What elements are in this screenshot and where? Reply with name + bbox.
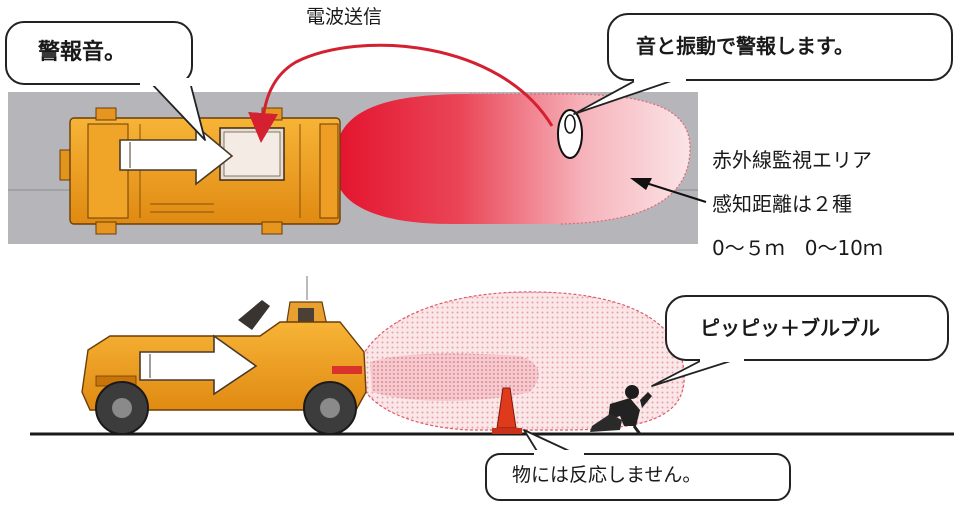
sound-vibration-text: ピッピッ＋ブルブル (700, 316, 880, 340)
area-pointer-arrow (630, 178, 707, 203)
vehicle-top-view (59, 107, 341, 235)
detection-distance-ranges: 0～５ｍ 0～10ｍ (712, 236, 883, 260)
direction-arrow-side (139, 334, 258, 396)
vehicle-side-view (81, 276, 367, 435)
direction-arrow-top (119, 124, 234, 186)
traffic-cone-icon (492, 387, 522, 434)
callout-alarm (5, 21, 206, 141)
infrared-area-title: 赤外線監視エリア (712, 148, 872, 172)
receiver-icon (557, 109, 583, 159)
callout-vibration (573, 13, 953, 115)
alarm-sound-text: 警報音。 (38, 40, 127, 65)
vibration-alarm-text: 音と振動で警報します。 (636, 34, 854, 58)
radio-transmission-label: 電波送信 (306, 6, 383, 28)
radio-signal-arrow (248, 43, 554, 143)
detection-distance-types: 感知距離は２種 (712, 192, 852, 216)
callout-no-reaction (485, 429, 791, 501)
callout-sound (651, 295, 949, 387)
infrared-zone-core (370, 353, 539, 401)
crouching-worker-icon (590, 385, 652, 435)
infrared-zone-top (338, 94, 690, 224)
no-object-reaction-text: 物には反応しません。 (512, 464, 702, 486)
